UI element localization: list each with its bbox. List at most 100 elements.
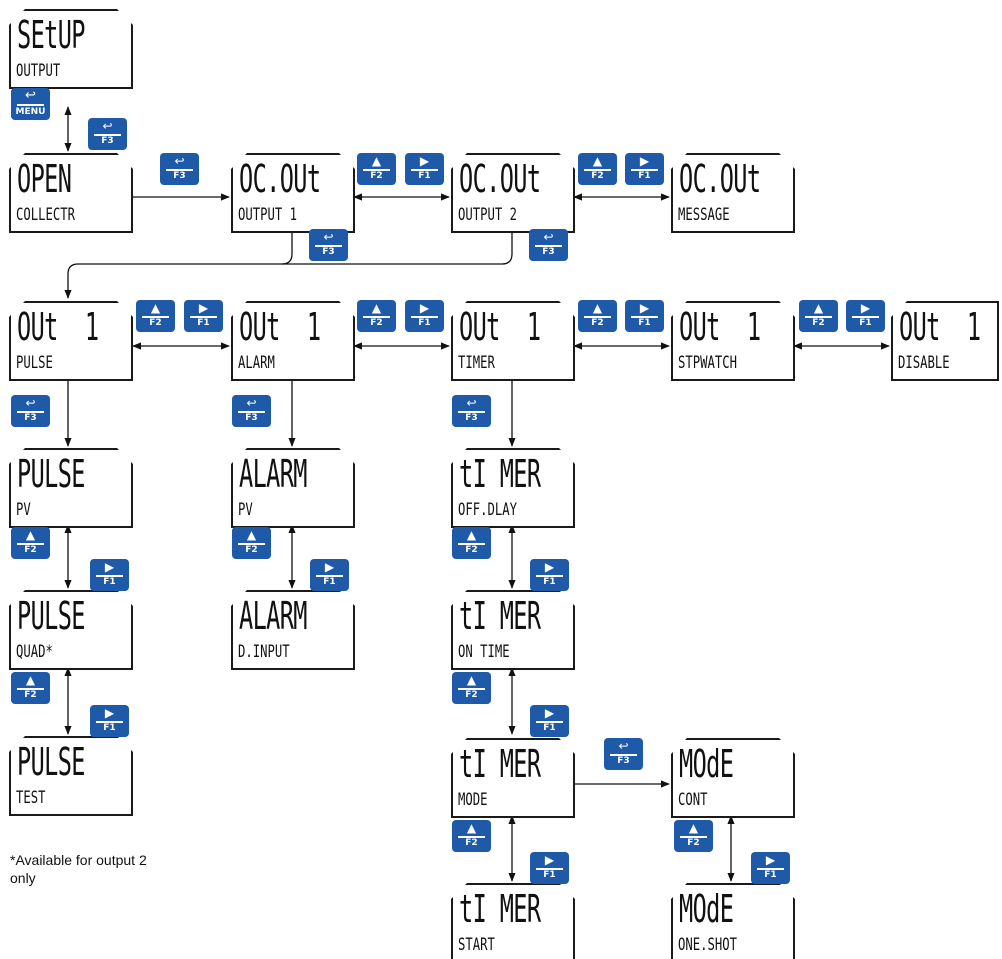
key-divider [584,316,611,318]
f2-key[interactable]: ▲ F2 [136,300,175,332]
screen-sub-text: STPWATCH [678,353,737,373]
screen-sub-text: ALARM [238,353,275,373]
screen-main-text: OPEN [17,157,72,201]
key-divider [536,575,563,577]
f3-key[interactable]: ↩ F3 [11,395,50,427]
key-divider [363,316,390,318]
menu-key[interactable]: ↩ MENU [11,88,50,120]
f2-key[interactable]: ▲ F2 [578,300,617,332]
f1-key[interactable]: ▶ F1 [751,852,790,884]
f1-key[interactable]: ▶ F1 [625,153,664,185]
f1-key[interactable]: ▶ F1 [90,559,129,591]
screen-pulse-test: PULSE TEST [9,736,133,816]
key-divider [805,316,832,318]
f3-key[interactable]: ↩ F3 [604,738,643,770]
screen-main-text: PULSE [17,740,85,784]
f3-key[interactable]: ↩ F3 [232,395,271,427]
f2-key-label: F2 [591,171,604,181]
f1-key-label: F1 [543,870,556,880]
f2-key[interactable]: ▲ F2 [11,672,50,704]
f1-key[interactable]: ▶ F1 [846,300,885,332]
f2-key-label: F2 [370,318,383,328]
f1-key[interactable]: ▶ F1 [310,559,349,591]
screen-alarm-dinput: ALARM D.INPUT [231,590,355,670]
key-divider [584,169,611,171]
key-divider [166,169,193,171]
f1-key[interactable]: ▶ F1 [530,705,569,737]
up-arrow-icon: ▲ [688,821,699,835]
screen-main-text: tI MER [459,594,541,638]
f2-key-label: F2 [591,318,604,328]
screen-timer-start: tI MER START [451,883,575,959]
key-divider [94,134,121,136]
f2-key[interactable]: ▲ F2 [232,527,271,559]
key-divider [458,836,485,838]
f3-key[interactable]: ↩ F3 [88,118,127,150]
up-arrow-icon: ▲ [466,673,477,687]
f2-key[interactable]: ▲ F2 [452,672,491,704]
f2-key-label: F2 [370,171,383,181]
f2-key[interactable]: ▲ F2 [357,300,396,332]
f3-key[interactable]: ↩ F3 [160,153,199,185]
f1-key-label: F1 [638,171,651,181]
f3-key[interactable]: ↩ F3 [452,395,491,427]
key-divider [17,543,44,545]
f1-key[interactable]: ▶ F1 [625,300,664,332]
screen-mode-cont: MOdE CONT [671,738,795,818]
f2-key[interactable]: ▲ F2 [452,527,491,559]
up-arrow-icon: ▲ [466,821,477,835]
f1-key[interactable]: ▶ F1 [530,559,569,591]
f1-key[interactable]: ▶ F1 [405,300,444,332]
f2-key[interactable]: ▲ F2 [674,820,713,852]
f2-key[interactable]: ▲ F2 [452,820,491,852]
screen-main-text: OUt 1 [239,305,321,349]
up-arrow-icon: ▲ [25,673,36,687]
f3-key[interactable]: ↩ F3 [529,229,568,261]
up-arrow-icon: ▲ [371,301,382,315]
f3-key-label: F3 [322,247,335,257]
up-arrow-icon: ▲ [592,301,603,315]
screen-sub-text: TEST [16,788,46,808]
screen-mode-oneshot: MOdE ONE.SHOT [671,883,795,959]
screen-out1-pulse: OUt 1 PULSE [9,301,133,381]
f3-key-label: F3 [617,756,630,766]
f1-key[interactable]: ▶ F1 [405,153,444,185]
up-arrow-icon: ▲ [371,154,382,168]
f2-key[interactable]: ▲ F2 [578,153,617,185]
f2-key-label: F2 [812,318,825,328]
f1-key[interactable]: ▶ F1 [184,300,223,332]
screen-main-text: OC.OUt [239,157,321,201]
key-divider [536,868,563,870]
screen-timer-ontime: tI MER ON TIME [451,590,575,670]
f3-key[interactable]: ↩ F3 [309,229,348,261]
right-arrow-icon: ▶ [860,301,871,315]
f2-key[interactable]: ▲ F2 [357,153,396,185]
screen-sub-text: D.INPUT [238,642,290,662]
key-divider [96,575,123,577]
right-arrow-icon: ▶ [544,560,555,574]
screen-main-text: ALARM [239,452,307,496]
screen-main-text: PULSE [17,594,85,638]
return-arrow-icon: ↩ [323,230,334,244]
f2-key[interactable]: ▲ F2 [799,300,838,332]
connector-ocout1-out1 [64,233,293,299]
key-divider [631,169,658,171]
screen-timer-mode: tI MER MODE [451,738,575,818]
key-divider [238,543,265,545]
f1-key-label: F1 [543,577,556,587]
f1-key[interactable]: ▶ F1 [530,852,569,884]
f1-key-label: F1 [764,870,777,880]
f2-key[interactable]: ▲ F2 [11,527,50,559]
key-divider [757,868,784,870]
f1-key[interactable]: ▶ F1 [90,705,129,737]
up-arrow-icon: ▲ [150,301,161,315]
return-arrow-icon: ↩ [102,119,113,133]
screen-pulse-pv: PULSE PV [9,448,133,528]
f3-key-label: F3 [245,413,258,423]
f2-key-label: F2 [465,838,478,848]
screen-main-text: OUt 1 [459,305,541,349]
f1-key-label: F1 [543,723,556,733]
key-divider [190,316,217,318]
screen-pulse-quad: PULSE QUAD* [9,590,133,670]
